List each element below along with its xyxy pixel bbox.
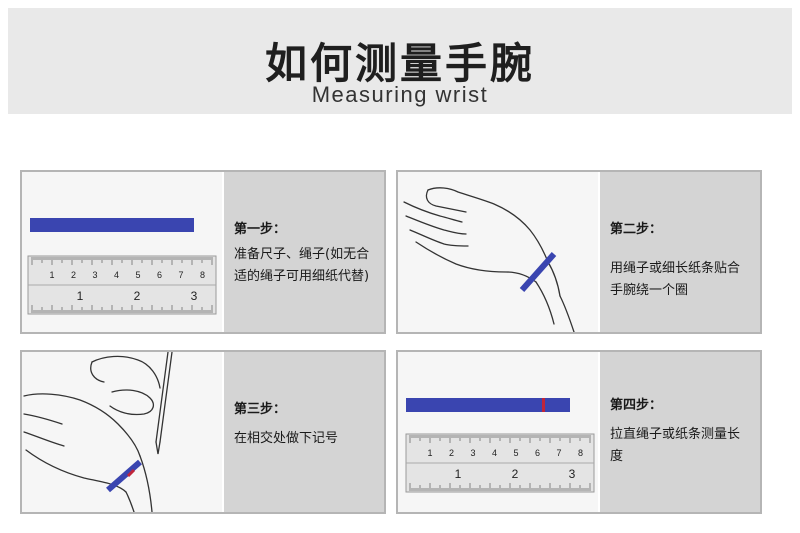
ruler-inch-label: 4	[114, 270, 119, 280]
ruler-cm-label: 1	[77, 289, 84, 303]
ruler-inch-label: 8	[200, 270, 205, 280]
paper-strip	[406, 398, 570, 412]
step-3-title: 第三步：	[234, 402, 287, 417]
step-4-description: 拉直绳子或纸条测量长度	[610, 427, 741, 464]
ruler-inch-label: 3	[92, 270, 97, 280]
step-2-panel: 第二步： 用绳子或细长纸条贴合手腕绕一个圈	[396, 170, 762, 334]
step-3-description: 在相交处做下记号	[234, 431, 339, 446]
ruler-inch-label: 1	[427, 448, 432, 458]
step-2-description: 用绳子或细长纸条贴合手腕绕一个圈	[610, 261, 741, 298]
wrist-band	[106, 459, 142, 493]
ruler-cm-label: 2	[134, 289, 141, 303]
pen-icon	[155, 352, 173, 455]
page-subtitle: Measuring wrist	[311, 82, 489, 107]
ruler-cm-label: 2	[512, 467, 519, 481]
ruler-inch-label: 8	[578, 448, 583, 458]
ruler-cm-label: 3	[191, 289, 198, 303]
step-4-title: 第四步：	[610, 398, 663, 413]
step-3-illustration	[22, 352, 222, 512]
step-2-text-area: 第二步： 用绳子或细长纸条贴合手腕绕一个圈	[600, 172, 760, 332]
paper-strip	[30, 218, 194, 232]
ruler-inch-label: 5	[135, 270, 140, 280]
hand-icon	[23, 355, 161, 512]
hand-icon	[403, 187, 575, 332]
wrist-band	[519, 252, 557, 292]
ruler-inch-label: 1	[49, 270, 54, 280]
ruler-inch-label: 5	[513, 448, 518, 458]
ruler-inch-label: 2	[449, 448, 454, 458]
ruler-inch-label: 6	[157, 270, 162, 280]
ruler-inch-label: 4	[492, 448, 497, 458]
ruler-inch-label: 6	[535, 448, 540, 458]
ruler-inch-label: 2	[71, 270, 76, 280]
ruler-cm-label: 1	[455, 467, 462, 481]
step-2-illustration	[398, 172, 598, 332]
step-4-text-area: 第四步： 拉直绳子或纸条测量长度	[600, 352, 760, 512]
ruler-inch-label: 3	[470, 448, 475, 458]
step-1-text-area: 第一步： 准备尺子、绳子(如无合适的绳子可用细纸代替)	[224, 172, 384, 332]
step-1-description: 准备尺子、绳子(如无合适的绳子可用细纸代替)	[234, 247, 370, 284]
ruler-cm-label: 3	[569, 467, 576, 481]
step-2-title: 第二步：	[610, 222, 663, 237]
page-title: 如何测量手腕	[264, 39, 535, 88]
page-header: 如何测量手腕 Measuring wrist	[8, 8, 792, 114]
intersection-mark	[542, 398, 545, 412]
step-3-text-area: 第三步： 在相交处做下记号	[224, 352, 384, 512]
ruler-inch-label: 7	[556, 448, 561, 458]
step-1-title: 第一步：	[234, 222, 287, 237]
ruler-inch-label: 7	[178, 270, 183, 280]
step-3-panel: 第三步： 在相交处做下记号	[20, 350, 386, 514]
intersection-mark	[126, 468, 136, 478]
